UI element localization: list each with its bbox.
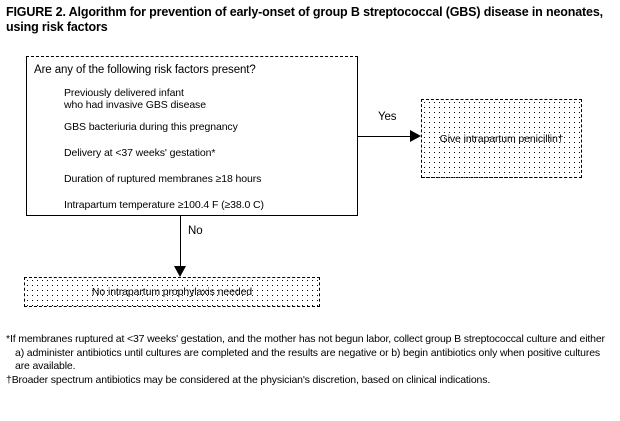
no-branch-label: No [188, 225, 203, 237]
risk-factor-item: who had invasive GBS disease [64, 99, 206, 111]
risk-factor-item: Intrapartum temperature ≥100.4 F (≥38.0 … [64, 199, 264, 211]
give-intrapartum-penicillin-label: Give intrapartum penicillin† [439, 132, 564, 145]
no-intrapartum-prophylaxis-label: No intrapartum prophylaxis needed [91, 286, 253, 298]
page-title: FIGURE 2. Algorithm for prevention of ea… [6, 5, 603, 34]
give-intrapartum-penicillin-box: Give intrapartum penicillin† [421, 99, 582, 178]
no-connector-line [180, 216, 181, 270]
footnote-marker: † [6, 373, 12, 386]
yes-branch-label: Yes [378, 111, 397, 123]
risk-factor-item: Duration of ruptured membranes ≥18 hours [64, 173, 262, 185]
no-intrapartum-prophylaxis-box: No intrapartum prophylaxis needed [24, 277, 320, 307]
footnote-dagger: †Broader spectrum antibiotics may be con… [6, 374, 612, 388]
footnote-text: Broader spectrum antibiotics may be cons… [11, 373, 491, 386]
footnotes: *If membranes ruptured at <37 weeks' ges… [6, 333, 612, 387]
risk-factor-decision-box: Are any of the following risk factors pr… [26, 56, 358, 216]
footnote-text: If membranes ruptured at <37 weeks' gest… [9, 333, 605, 372]
footnote-marker: * [6, 333, 10, 345]
risk-factor-question: Are any of the following risk factors pr… [34, 64, 256, 76]
footnote-asterisk: *If membranes ruptured at <37 weeks' ges… [6, 333, 612, 374]
yes-arrowhead-icon [410, 130, 421, 142]
no-arrowhead-icon [174, 266, 186, 277]
risk-factor-item: GBS bacteriuria during this pregnancy [64, 121, 238, 133]
risk-factor-item: Delivery at <37 weeks' gestation* [64, 147, 216, 159]
risk-factor-item: Previously delivered infant [64, 87, 184, 99]
yes-connector-line [358, 136, 413, 137]
